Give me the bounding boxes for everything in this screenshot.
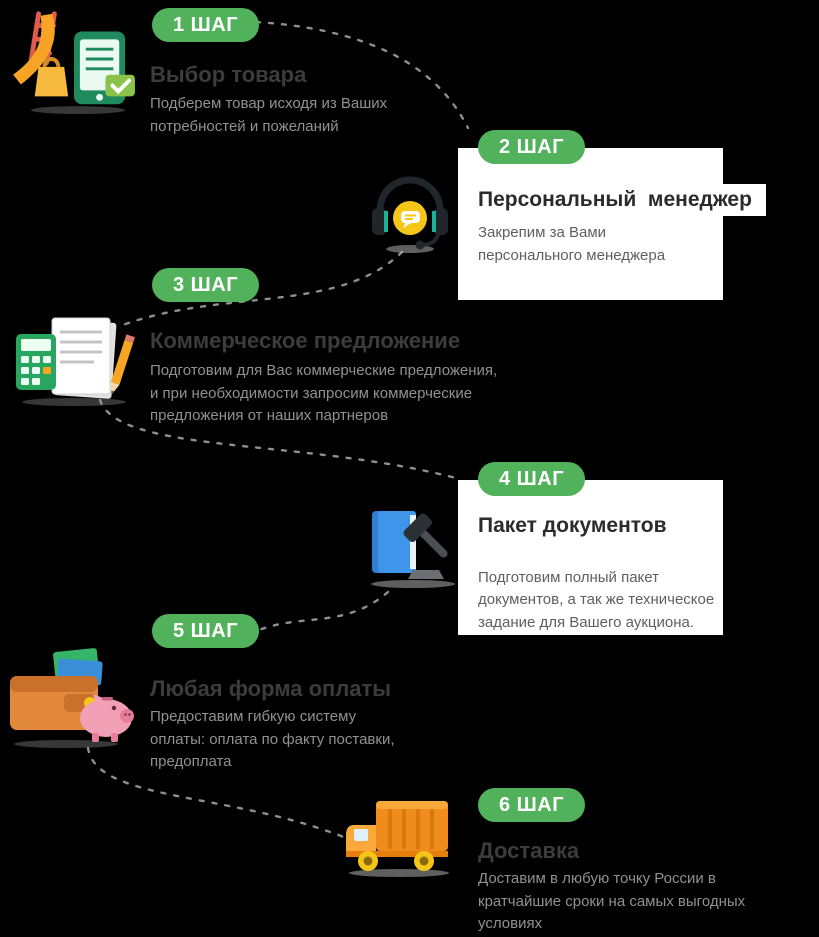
step-3-description: Подготовим для Вас коммерческие предложе… [150,362,498,424]
step-3-badge-label: 3 ШАГ [173,273,239,296]
step-4-badge: 4 ШАГ [478,462,586,496]
headphones-support-icon [368,166,452,254]
playground-slide-tablet-icon [8,2,143,115]
step-6-description: Доставим в любую точку России в кратчайш… [478,870,746,932]
step-2-title: Персональный менеджер [478,184,766,216]
connector-step3-step4 [98,398,458,480]
step-2-badge: 2 ШАГ [478,130,586,164]
step-4-title: Пакет документов [478,510,681,542]
step-1-badge-label: 1 ШАГ [173,13,239,36]
step-2-badge-label: 2 ШАГ [499,135,565,158]
step-2-description: Закрепим за Вами персонального менеджера [478,224,666,264]
step-5-badge: 5 ШАГ [152,614,260,648]
step-5-title: Любая форма оплаты [150,676,392,701]
step-4-description: Подготовим полный пакет документов, а та… [478,544,724,634]
step-5-description: Предоставим гибкую систему оплаты: оплат… [150,708,395,770]
wallet-piggybank-icon [6,648,136,748]
step-1-title: Выбор товара [150,62,307,87]
step-2-card [458,148,723,300]
connector-step1-step2 [254,20,470,130]
step-3-title: Коммерческое предложение [150,328,461,353]
step-4-badge-label: 4 ШАГ [499,467,565,490]
step-5-badge-label: 5 ШАГ [173,619,239,642]
step-6-badge: 6 ШАГ [478,788,586,822]
step-3-badge: 3 ШАГ [152,268,260,302]
step-1-badge: 1 ШАГ [152,8,260,42]
connector-step5-step6 [86,746,348,840]
connector-step4-step5 [252,590,390,634]
delivery-truck-icon [342,795,457,877]
step-4-description-text: Подготовим полный пакет документов, а та… [478,566,724,633]
step-6-title: Доставка [478,838,580,863]
step-6-badge-label: 6 ШАГ [499,793,565,816]
law-book-gavel-icon [366,503,461,588]
calculator-documents-icon [12,312,137,407]
step-1-description: Подберем товар исходя из Ваших потребнос… [150,95,388,135]
